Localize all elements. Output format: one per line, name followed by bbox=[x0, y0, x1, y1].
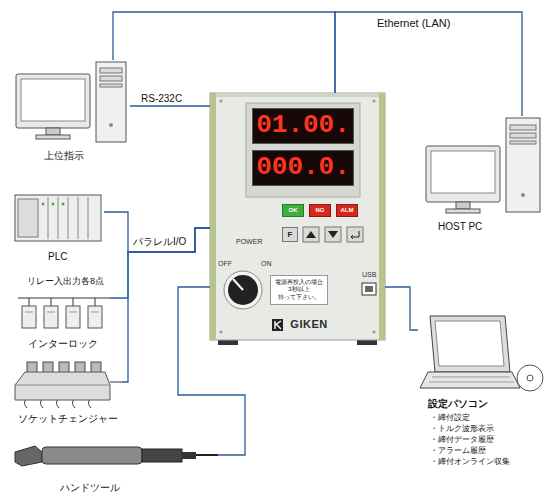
connector-line bbox=[122, 228, 210, 382]
connector-line bbox=[104, 212, 210, 252]
plc-illustration bbox=[15, 195, 101, 241]
button-label: F bbox=[283, 228, 297, 241]
host-pc-illustration bbox=[426, 118, 540, 213]
device-caption: 上位指示 bbox=[44, 150, 84, 162]
relay-illustration bbox=[18, 298, 110, 328]
panel-label: ON bbox=[261, 260, 272, 268]
socket-changer-node: ソケットチェンジャー bbox=[12, 360, 122, 428]
device-caption: PLC bbox=[48, 251, 67, 263]
interface-label: RS-232C bbox=[140, 93, 183, 105]
device-caption: HOST PC bbox=[438, 221, 482, 233]
lamp-label: OK bbox=[283, 205, 303, 216]
display-value: 000.0. bbox=[253, 151, 353, 185]
function-button: F bbox=[282, 227, 298, 242]
lamp-label: NG bbox=[310, 205, 330, 216]
interlock-node: インターロック bbox=[12, 292, 110, 351]
feature-item: ・締付データ履歴 bbox=[430, 435, 494, 445]
device-caption: 設定パソコン bbox=[428, 398, 488, 410]
connector-line bbox=[385, 287, 418, 330]
host-pc-node: HOST PC bbox=[422, 116, 545, 234]
device-caption: ハンドツール bbox=[60, 482, 120, 494]
warning-text: 電源再投入の場合 3秒以上 待って下さい。 bbox=[271, 276, 327, 304]
device-caption: ソケットチェンジャー bbox=[18, 413, 118, 425]
hand-tool-illustration bbox=[15, 446, 218, 466]
feature-item: ・トルク波形表示 bbox=[430, 424, 494, 434]
display-value: 01.00. bbox=[253, 109, 353, 143]
warning-sticker: 電源再投入の場合 3秒以上 待って下さい。 bbox=[270, 275, 328, 305]
socket-changer-illustration bbox=[15, 362, 122, 408]
panel-label: USB bbox=[362, 271, 376, 279]
interface-label: Ethernet (LAN) bbox=[376, 17, 451, 30]
panel-label: OFF bbox=[218, 260, 232, 268]
plc-node: PLC bbox=[12, 190, 104, 264]
alarm-lamp: ALM bbox=[336, 204, 358, 217]
logo-text: GIKEN bbox=[284, 318, 334, 332]
angle-display: 000.0. bbox=[252, 150, 354, 186]
connector-line bbox=[335, 12, 522, 116]
connector-line bbox=[130, 105, 210, 106]
pc-node: 上位指示 bbox=[10, 60, 130, 168]
interface-label: パラレルI/O bbox=[132, 236, 187, 248]
laptop-illustration bbox=[420, 316, 543, 391]
pc-illustration bbox=[16, 62, 126, 142]
hand-tool-node: ハンドツール bbox=[12, 436, 218, 496]
connector-line bbox=[178, 287, 245, 455]
relay-note: リレー入出力各8点 bbox=[26, 276, 105, 287]
torque-display: 01.00. bbox=[252, 108, 354, 144]
connector-line bbox=[113, 12, 335, 93]
device-caption: インターロック bbox=[28, 338, 98, 350]
maker-logo: GIKEN bbox=[284, 318, 334, 332]
ok-lamp: OK bbox=[282, 204, 304, 217]
controller-illustration bbox=[210, 93, 385, 345]
panel-label: POWER bbox=[236, 238, 262, 246]
controller-body: POWER OFF ON USB 01.00. 000.0. OK NG ALM F 電源再投入の場… bbox=[210, 93, 385, 340]
ng-lamp: NG bbox=[309, 204, 331, 217]
feature-item: ・締付オンライン収集 bbox=[430, 457, 510, 467]
lamp-label: ALM bbox=[337, 205, 357, 216]
feature-item: ・アラーム履歴 bbox=[430, 446, 486, 456]
setup-laptop-node: 設定パソコン・締付設定・トルク波形表示・締付データ履歴・アラーム履歴・締付オンラ… bbox=[418, 312, 545, 478]
feature-item: ・締付設定 bbox=[430, 413, 470, 423]
